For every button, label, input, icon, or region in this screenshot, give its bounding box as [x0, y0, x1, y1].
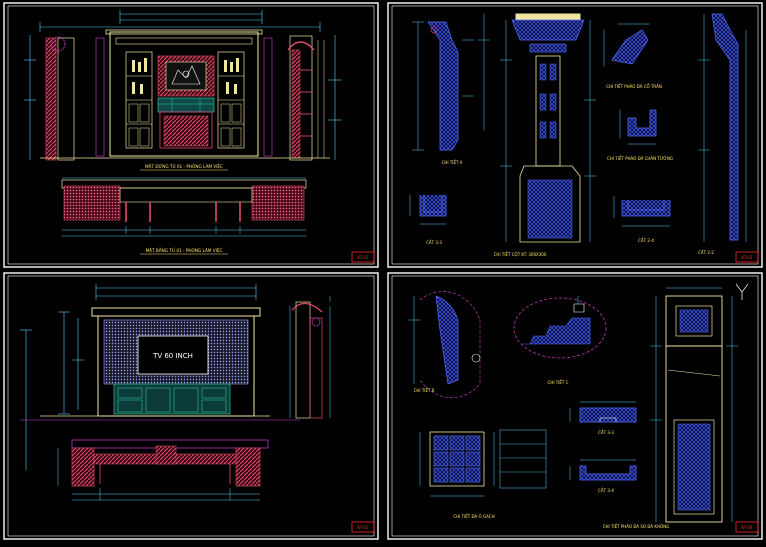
- top-right-title-cat22: CẮT 2-2: [698, 250, 714, 255]
- top-left-elevation-title: MẶT ĐỨNG TỦ 01 - PHÒNG LÀM VIỆC: [145, 164, 223, 169]
- top-left-plan-title: MẶT BẰNG TỦ 01 - PHÒNG LÀM VIỆC: [146, 248, 223, 253]
- sheet-frame-top-left: [3, 2, 379, 268]
- bottom-right-title-c: CHI TIẾT C: [548, 379, 569, 385]
- bottom-right-title-panel: CHI TIẾT PHÀO ĐÁ SO ĐÁ KHÔNG: [603, 523, 670, 529]
- top-right-title-crown: CHI TIẾT PHÀO ĐÁ CỔ TRẦN: [606, 83, 662, 89]
- top-left-plan: [61, 177, 307, 237]
- bottom-right-stamp: KT-04: [742, 525, 753, 530]
- bottom-right-title-cat34: CẮT 3-4: [598, 488, 614, 493]
- sheet-frame-bottom-left: [3, 272, 379, 540]
- bottom-right-title-b: CHI TIẾT B: [414, 387, 435, 393]
- top-right-title-column: CHI TIẾT CỘT KT: 300X300: [494, 251, 547, 257]
- top-right-title-a: CHI TIẾT A: [442, 159, 463, 165]
- top-right-title-cat33: CẮT 3-3: [426, 240, 442, 245]
- top-left-stamp: KT-01: [358, 255, 369, 260]
- bottom-left-plan: [57, 439, 269, 501]
- bottom-left-stamp: KT-02: [358, 525, 369, 530]
- top-right-title-cat24: CẮT 2-4: [638, 238, 654, 243]
- bottom-right-title-cat33: CẮT 3-3: [598, 430, 614, 435]
- bottom-right-details: [408, 283, 749, 523]
- sheet-frame-top-right: [387, 2, 763, 268]
- sheet-frame-bottom-right: [387, 272, 763, 540]
- bottom-left-stamp-box: [351, 521, 375, 533]
- tv-label: TV 60 INCH: [152, 352, 193, 360]
- bottom-right-stamp-box: [735, 521, 759, 533]
- top-right-stamp-box: [735, 251, 759, 263]
- bottom-right-title-grid: CHI TIẾT ĐÁ Ô GẠCH: [453, 513, 494, 519]
- top-right-details: [409, 13, 747, 243]
- tv-screen: [137, 335, 209, 375]
- top-left-elevation: [24, 10, 342, 161]
- top-right-stamp: KT-03: [742, 255, 753, 260]
- bottom-left-elevation: TV 60 INCH: [20, 284, 331, 470]
- top-right-title-base: CHI TIẾT PHÀO ĐÁ CHÂN TƯỜNG: [607, 155, 673, 161]
- top-left-stamp-box: [351, 251, 375, 263]
